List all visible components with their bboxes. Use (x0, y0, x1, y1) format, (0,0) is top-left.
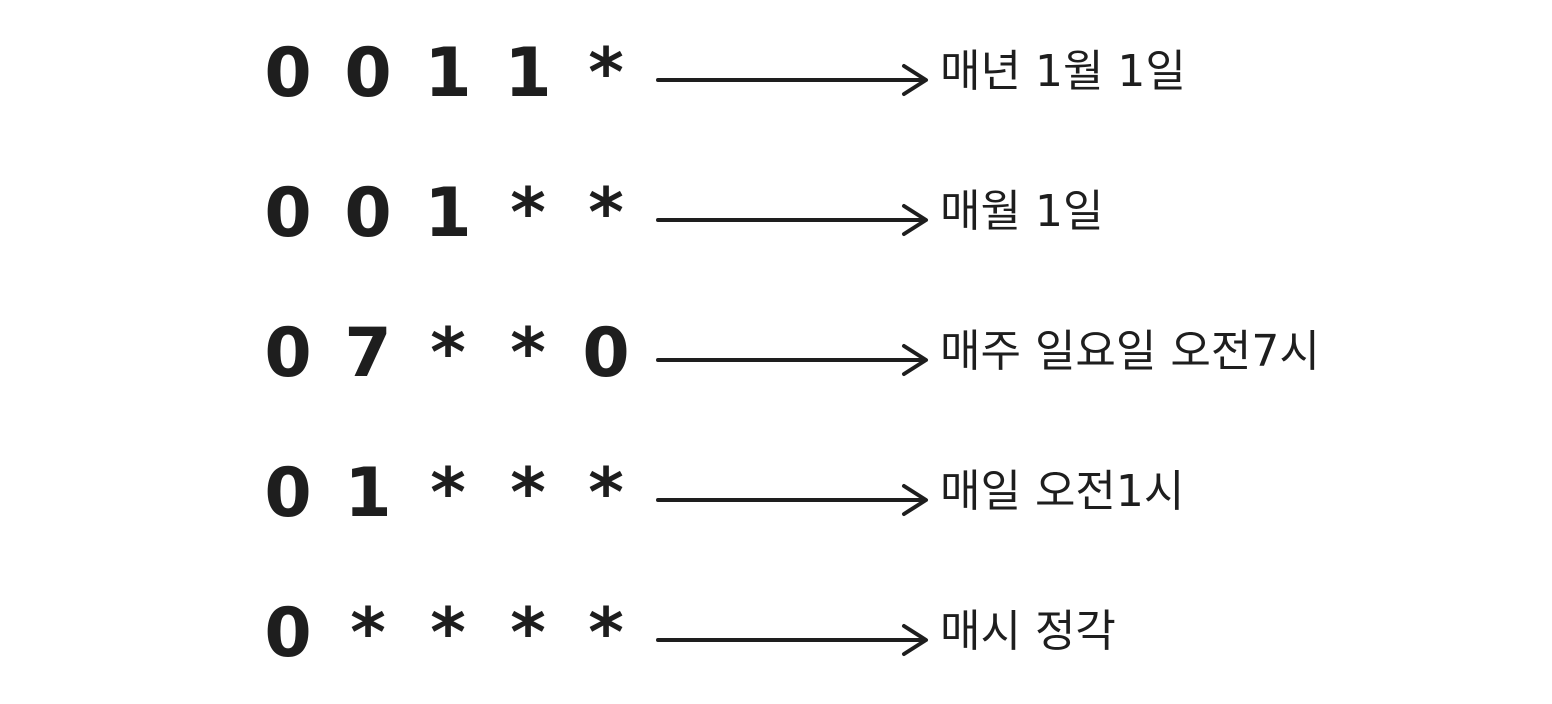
cron-field-hour: 1 (344, 454, 392, 533)
cron-field-hour: 0 (344, 34, 392, 113)
cron-field-month: * (510, 174, 546, 253)
cron-field-day-of-week: * (588, 594, 624, 673)
cron-field-hour: 0 (344, 174, 392, 253)
cron-field-minute: 0 (264, 594, 312, 673)
cron-field-day-of-month: 1 (424, 174, 472, 253)
right-arrow-icon (656, 64, 928, 96)
cron-field-month: 1 (504, 34, 552, 113)
cron-field-day-of-month: * (430, 454, 466, 533)
right-arrow-icon (656, 204, 928, 236)
cron-description: 매월 1일 (940, 186, 1104, 237)
cron-field-day-of-month: * (430, 314, 466, 393)
cron-field-month: * (510, 454, 546, 533)
cron-field-day-of-month: * (430, 594, 466, 673)
cron-description: 매일 오전1시 (940, 466, 1185, 517)
cron-row-daily: 0 1 * * * 매일 오전1시 (0, 444, 1552, 544)
cron-field-hour: 7 (344, 314, 392, 393)
cron-row-yearly: 0 0 1 1 * 매년 1월 1일 (0, 24, 1552, 124)
cron-field-month: * (510, 314, 546, 393)
cron-row-monthly: 0 0 1 * * 매월 1일 (0, 164, 1552, 264)
right-arrow-icon (656, 344, 928, 376)
right-arrow-icon (656, 624, 928, 656)
right-arrow-icon (656, 484, 928, 516)
cron-field-minute: 0 (264, 34, 312, 113)
cron-description: 매주 일요일 오전7시 (940, 326, 1320, 377)
cron-field-month: * (510, 594, 546, 673)
cron-field-hour: * (350, 594, 386, 673)
cron-description: 매년 1월 1일 (940, 46, 1186, 97)
cron-field-day-of-week: * (588, 34, 624, 113)
cron-field-minute: 0 (264, 174, 312, 253)
cron-field-day-of-week: * (588, 454, 624, 533)
cron-field-day-of-week: * (588, 174, 624, 253)
cron-field-day-of-month: 1 (424, 34, 472, 113)
cron-field-minute: 0 (264, 454, 312, 533)
cron-field-minute: 0 (264, 314, 312, 393)
cron-description: 매시 정각 (940, 606, 1116, 657)
cron-row-weekly: 0 7 * * 0 매주 일요일 오전7시 (0, 304, 1552, 404)
cron-field-day-of-week: 0 (582, 314, 630, 393)
cron-row-hourly: 0 * * * * 매시 정각 (0, 584, 1552, 684)
